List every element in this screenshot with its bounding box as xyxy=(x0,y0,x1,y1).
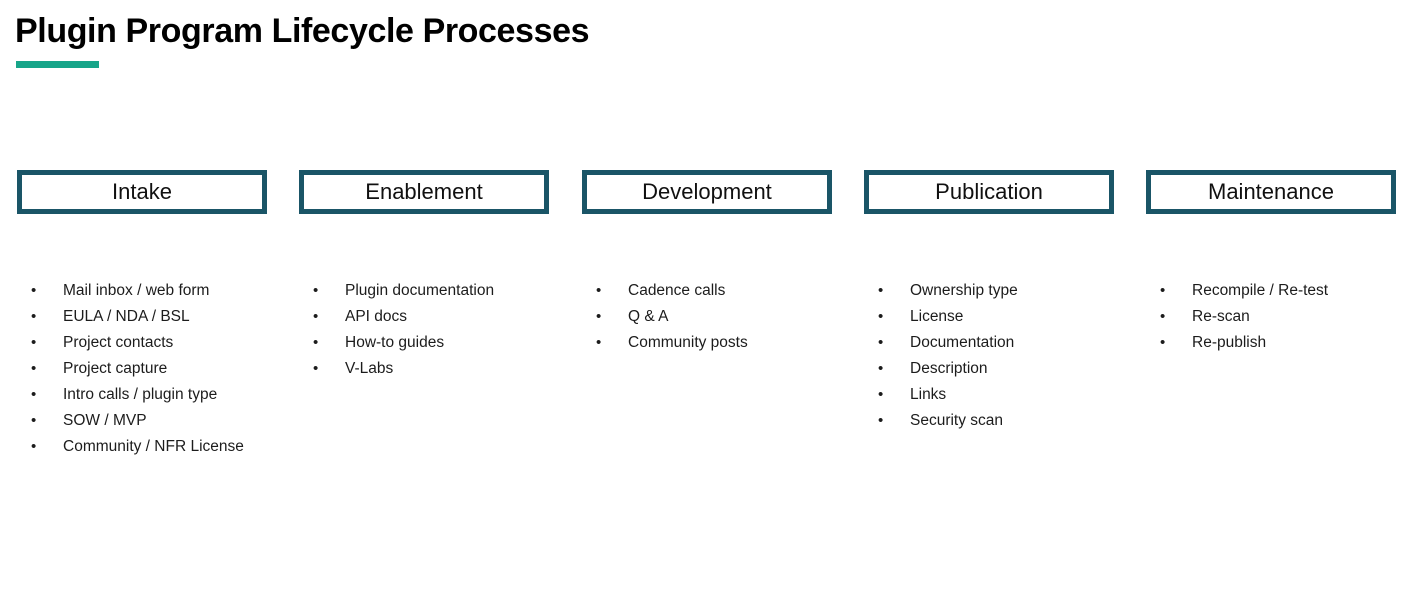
list-item-label: Ownership type xyxy=(910,282,1018,299)
list-item: • Mail inbox / web form xyxy=(31,278,351,304)
bullet-icon: • xyxy=(1160,308,1166,325)
list-item: • Cadence calls xyxy=(596,278,916,304)
list-item-label: How-to guides xyxy=(345,334,445,351)
lifecycle-column-maintenance: Maintenance • Recompile / Re-test • Re-s… xyxy=(1146,170,1396,351)
list-item-label: Project capture xyxy=(63,360,168,377)
stage-item-list-enablement: • Plugin documentation • API docs • How-… xyxy=(313,278,633,382)
bullet-icon: • xyxy=(313,334,319,351)
list-item: • Project capture xyxy=(31,356,351,382)
list-item: • Plugin documentation xyxy=(313,278,633,304)
bullet-icon: • xyxy=(878,360,884,377)
list-item: • Security scan xyxy=(878,408,1198,434)
bullet-icon: • xyxy=(31,412,37,429)
list-item: • SOW / MVP xyxy=(31,408,351,434)
list-item-label: Community posts xyxy=(628,334,748,351)
list-item-label: Links xyxy=(910,386,947,403)
stage-header-inner: Maintenance xyxy=(1151,175,1391,209)
stage-header-development[interactable]: Development xyxy=(582,170,832,214)
list-item-label: V-Labs xyxy=(345,360,394,377)
bullet-icon: • xyxy=(878,386,884,403)
stage-item-list-intake: • Mail inbox / web form • EULA / NDA / B… xyxy=(31,278,351,460)
list-item-label: License xyxy=(910,308,964,325)
stage-header-enablement[interactable]: Enablement xyxy=(299,170,549,214)
bullet-icon: • xyxy=(31,360,37,377)
bullet-icon: • xyxy=(31,282,37,299)
list-item: • Documentation xyxy=(878,330,1198,356)
bullet-icon: • xyxy=(31,386,37,403)
bullet-icon: • xyxy=(31,308,37,325)
list-item: • Description xyxy=(878,356,1198,382)
list-item-label: Security scan xyxy=(910,412,1004,429)
list-item-label: Re-scan xyxy=(1192,308,1250,325)
list-item: • EULA / NDA / BSL xyxy=(31,304,351,330)
list-item: • Ownership type xyxy=(878,278,1198,304)
list-item-label: Plugin documentation xyxy=(345,282,495,299)
bullet-icon: • xyxy=(313,360,319,377)
list-item-label: Description xyxy=(910,360,988,377)
list-item-label: Mail inbox / web form xyxy=(63,282,210,299)
lifecycle-column-intake: Intake • Mail inbox / web form • EULA / … xyxy=(17,170,267,455)
stage-item-list-development: • Cadence calls • Q & A • Community post… xyxy=(596,278,916,356)
stage-header-inner: Publication xyxy=(869,175,1109,209)
list-item-label: Q & A xyxy=(628,308,669,325)
bullet-icon: • xyxy=(313,282,319,299)
list-item: • Project contacts xyxy=(31,330,351,356)
list-item: • Community / NFR License xyxy=(31,434,351,460)
list-item: • API docs xyxy=(313,304,633,330)
stage-header-inner: Development xyxy=(587,175,827,209)
list-item: • Re-publish xyxy=(1160,330,1427,356)
list-item-label: Intro calls / plugin type xyxy=(63,386,218,403)
bullet-icon: • xyxy=(313,308,319,325)
title-accent-bar xyxy=(16,61,99,68)
stage-header-maintenance[interactable]: Maintenance xyxy=(1146,170,1396,214)
list-item-label: SOW / MVP xyxy=(63,412,147,429)
page-title: Plugin Program Lifecycle Processes xyxy=(15,12,590,50)
bullet-icon: • xyxy=(878,334,884,351)
list-item: • V-Labs xyxy=(313,356,633,382)
bullet-icon: • xyxy=(878,308,884,325)
list-item: • Q & A xyxy=(596,304,916,330)
bullet-icon: • xyxy=(1160,282,1166,299)
list-item-label: API docs xyxy=(345,308,408,325)
list-item: • Recompile / Re-test xyxy=(1160,278,1427,304)
list-item-label: Cadence calls xyxy=(628,282,726,299)
list-item: • How-to guides xyxy=(313,330,633,356)
list-item-label: Project contacts xyxy=(63,334,174,351)
stage-header-label: Intake xyxy=(112,179,172,204)
list-item-label: Recompile / Re-test xyxy=(1192,282,1329,299)
stage-header-label: Maintenance xyxy=(1208,179,1334,204)
bullet-icon: • xyxy=(596,308,602,325)
list-item-label: Community / NFR License xyxy=(63,438,244,455)
stage-item-list-publication: • Ownership type • License • Documentati… xyxy=(878,278,1198,434)
list-item: • Intro calls / plugin type xyxy=(31,382,351,408)
list-item: • Links xyxy=(878,382,1198,408)
bullet-icon: • xyxy=(878,412,884,429)
list-item: • Re-scan xyxy=(1160,304,1427,330)
stage-header-label: Development xyxy=(642,179,772,204)
list-item: • Community posts xyxy=(596,330,916,356)
stage-header-publication[interactable]: Publication xyxy=(864,170,1114,214)
list-item-label: Documentation xyxy=(910,334,1015,351)
stage-item-list-maintenance: • Recompile / Re-test • Re-scan • Re-pub… xyxy=(1160,278,1427,356)
bullet-icon: • xyxy=(878,282,884,299)
stage-header-intake[interactable]: Intake xyxy=(17,170,267,214)
list-item-label: EULA / NDA / BSL xyxy=(63,308,190,325)
lifecycle-column-enablement: Enablement • Plugin documentation • API … xyxy=(299,170,549,377)
bullet-icon: • xyxy=(596,334,602,351)
stage-header-inner: Enablement xyxy=(304,175,544,209)
lifecycle-column-publication: Publication • Ownership type • License •… xyxy=(864,170,1114,429)
bullet-icon: • xyxy=(596,282,602,299)
bullet-icon: • xyxy=(1160,334,1166,351)
stage-header-inner: Intake xyxy=(22,175,262,209)
bullet-icon: • xyxy=(31,438,37,455)
stage-header-label: Enablement xyxy=(365,179,483,204)
bullet-icon: • xyxy=(31,334,37,351)
list-item-label: Re-publish xyxy=(1192,334,1267,351)
stage-header-label: Publication xyxy=(935,179,1043,204)
lifecycle-column-development: Development • Cadence calls • Q & A • Co… xyxy=(582,170,832,351)
list-item: • License xyxy=(878,304,1198,330)
